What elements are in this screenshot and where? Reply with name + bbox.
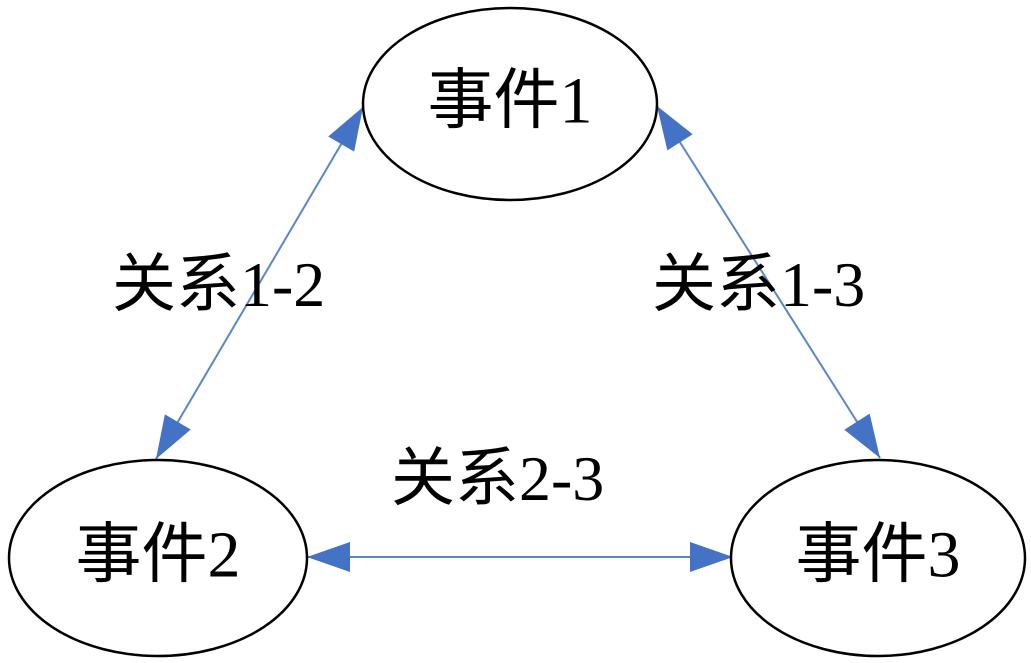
node-ellipse-event-1 [361,6,659,202]
node-label-event-2: 事件2 [75,518,241,592]
edge-label-relation-2-3: 关系2-3 [391,443,605,514]
edge-label-relation-1-2: 关系1-2 [112,249,326,320]
node-ellipse-event-2 [7,458,309,658]
node-label-event-3: 事件3 [795,518,961,592]
edge-label-relation-1-3: 关系1-3 [652,249,866,320]
node-label-event-1: 事件1 [427,64,593,138]
node-ellipse-event-3 [729,458,1027,658]
edge-arrow-relation-1-2 [155,106,364,460]
edge-arrow-relation-1-3 [656,105,881,459]
